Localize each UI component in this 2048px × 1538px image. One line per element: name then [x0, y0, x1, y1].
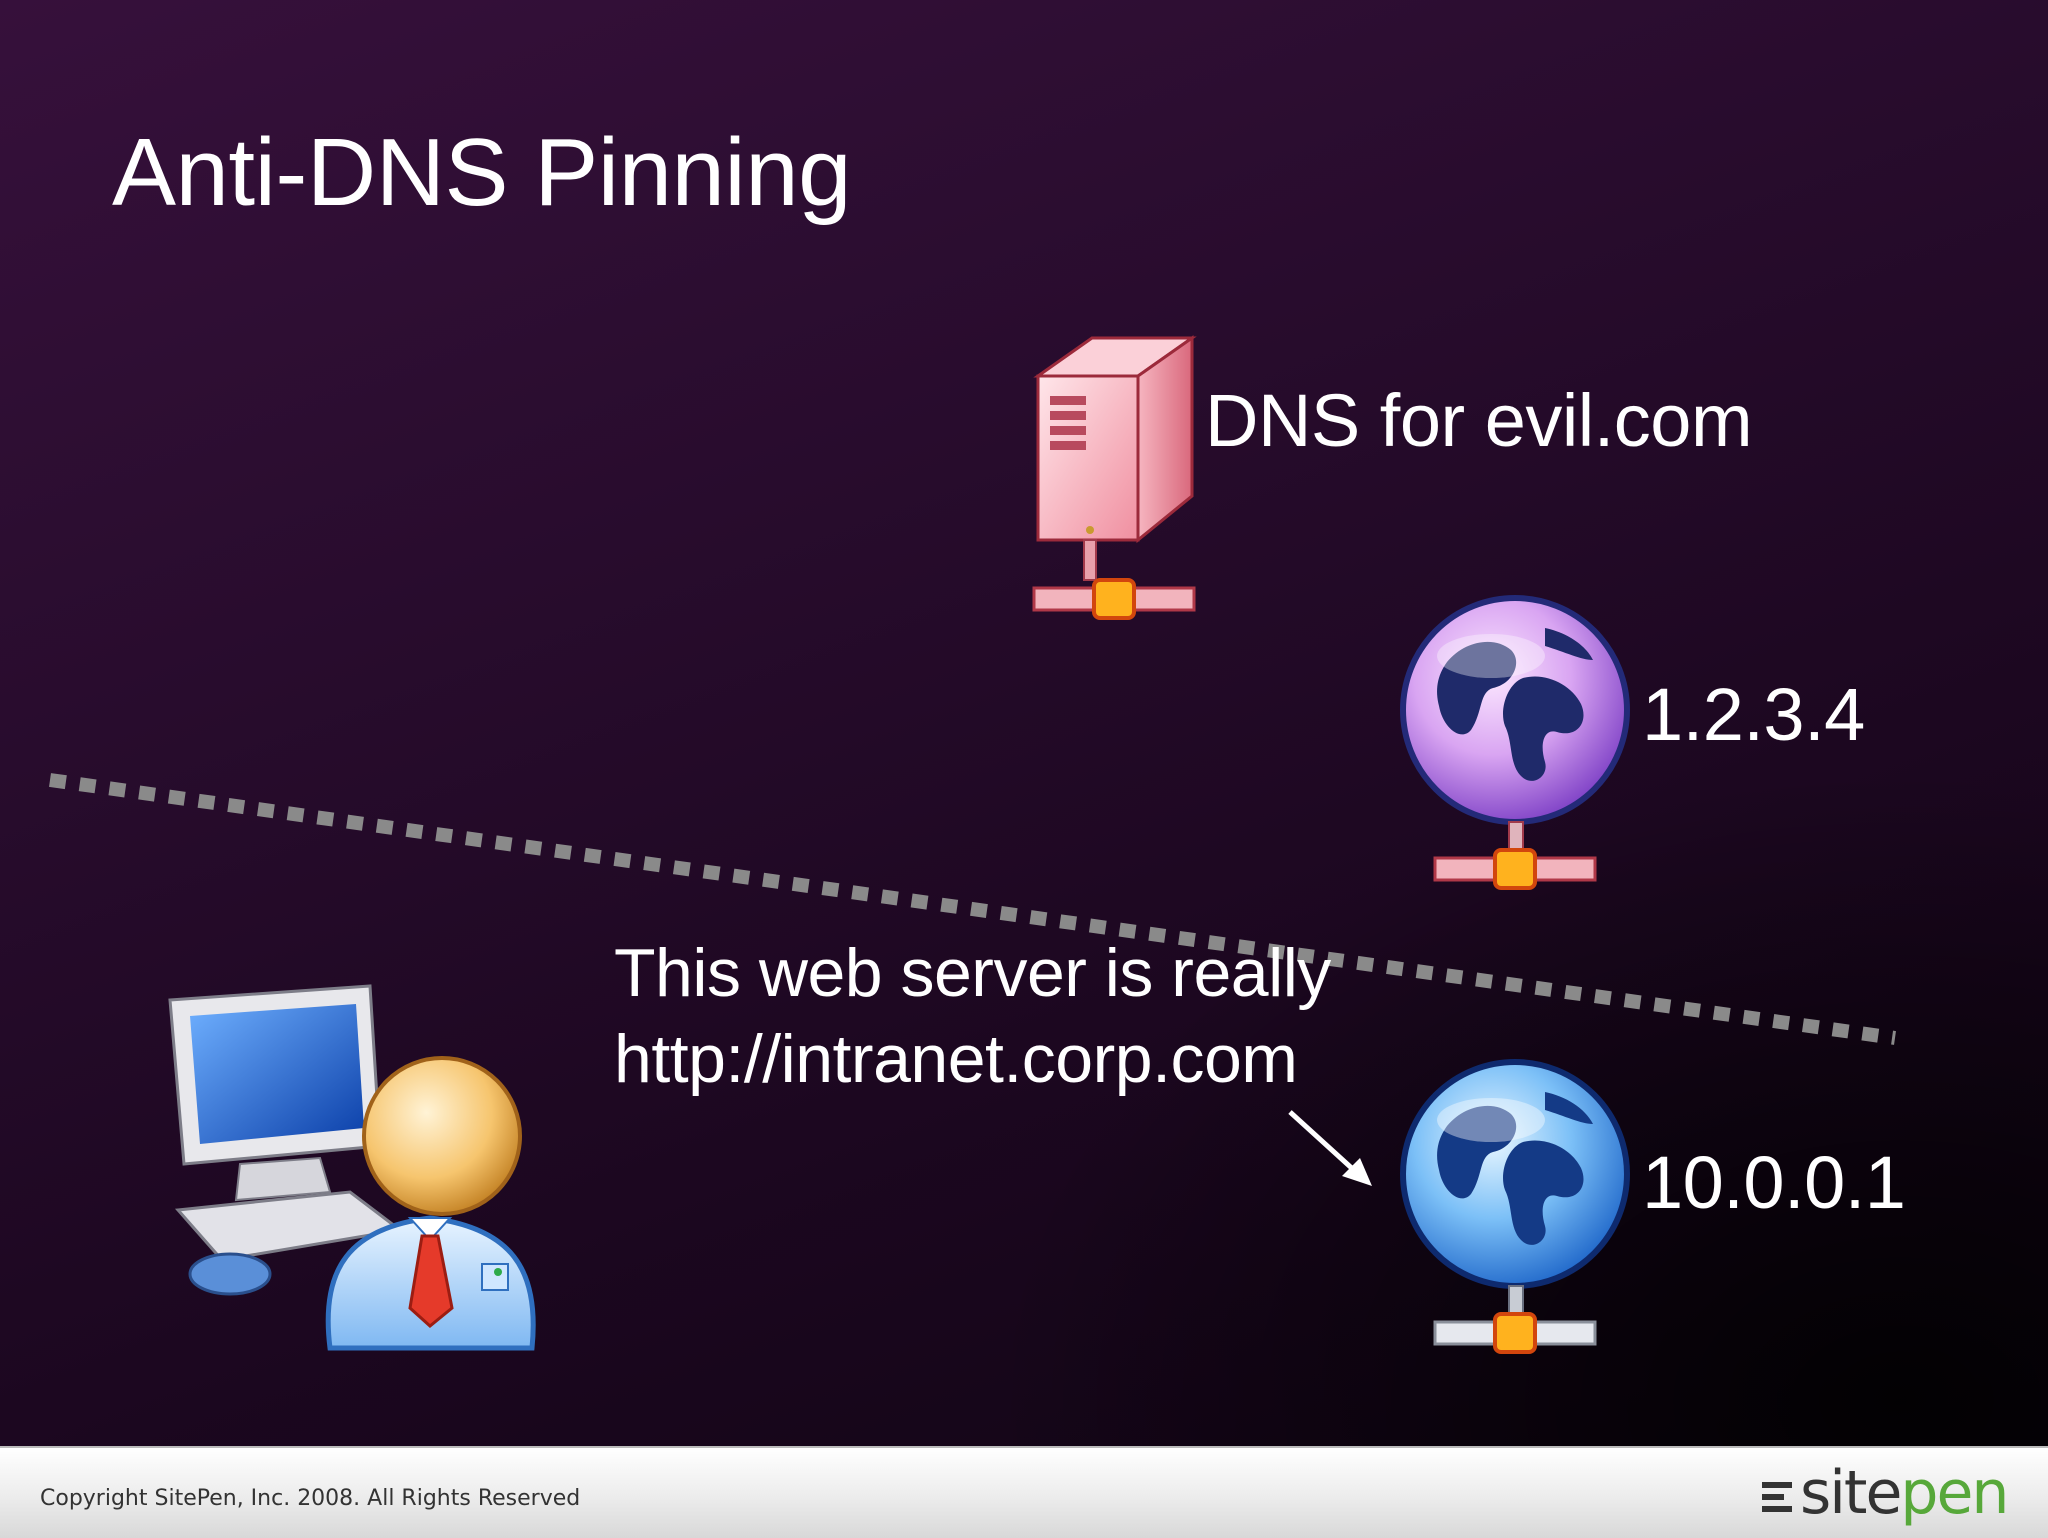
copyright-text: Copyright SitePen, Inc. 2008. All Rights… — [40, 1486, 581, 1511]
globe-internal-icon — [1400, 1059, 1630, 1354]
logo-mark-icon — [1762, 1482, 1792, 1512]
internal-ip-label: 10.0.0.1 — [1642, 1141, 1906, 1224]
logo-pen: pen — [1900, 1458, 2009, 1528]
dns-server-label: DNS for evil.com — [1205, 379, 1753, 462]
footer-bar: Copyright SitePen, Inc. 2008. All Rights… — [0, 1446, 2048, 1538]
note-line-2: http://intranet.corp.com — [614, 1021, 1298, 1097]
logo-wordmark: sitepen — [1800, 1458, 2009, 1528]
dns-server-icon — [1032, 335, 1197, 620]
firewall-divider — [49, 773, 1896, 1045]
logo-site: site — [1800, 1458, 1902, 1528]
note-text: This web server is really http://intrane… — [614, 930, 1331, 1102]
globe-external-icon — [1400, 595, 1630, 890]
note-line-1: This web server is really — [614, 935, 1331, 1011]
external-ip-label: 1.2.3.4 — [1642, 673, 1865, 756]
slide: Anti-DNS Pinning DNS for evil.com — [0, 0, 2048, 1446]
slide-title: Anti-DNS Pinning — [112, 119, 852, 226]
arrow-icon — [1288, 1110, 1372, 1186]
user-computer-icon — [168, 984, 536, 1351]
